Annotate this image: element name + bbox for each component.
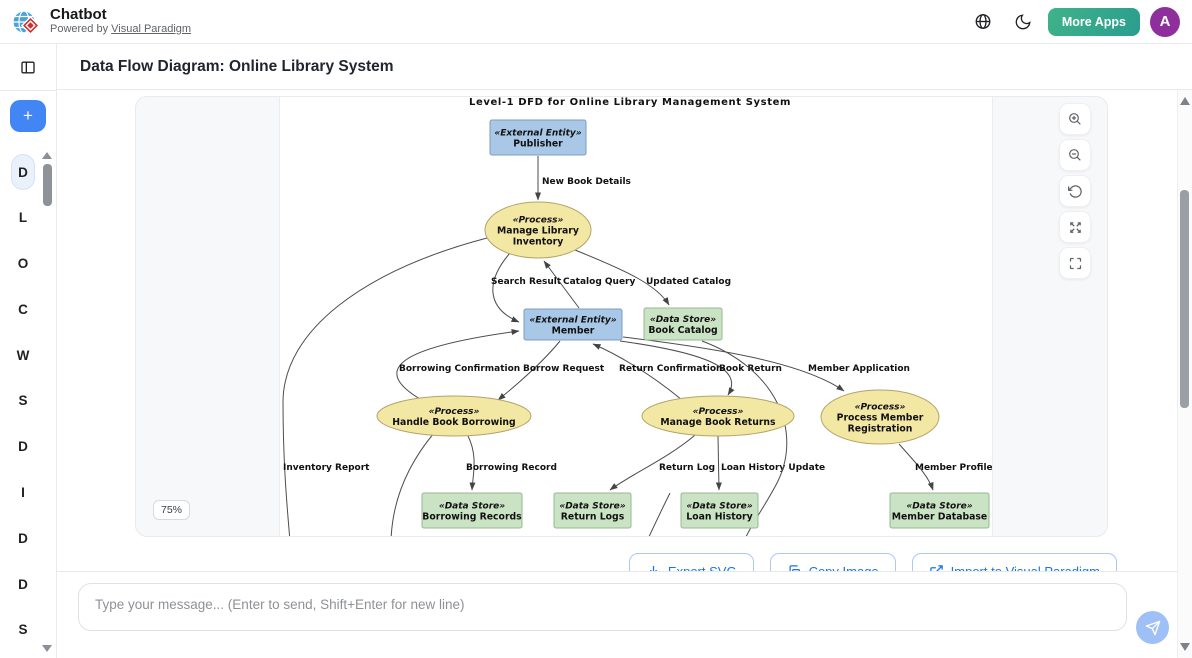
app-title: Chatbot xyxy=(50,6,107,23)
sidebar-chat-item[interactable]: D xyxy=(18,530,28,546)
svg-text:«Process»: «Process» xyxy=(693,407,744,417)
visual-paradigm-logo-icon xyxy=(12,9,40,35)
svg-text:Level-1 DFD for Online Library: Level-1 DFD for Online Library Managemen… xyxy=(469,97,791,108)
svg-text:«External Entity»: «External Entity» xyxy=(494,129,581,139)
dark-mode-button[interactable] xyxy=(1008,7,1038,37)
powered-by-text: Powered by xyxy=(50,23,109,35)
svg-text:Inventory Report: Inventory Report xyxy=(283,463,370,473)
panel-toggle-icon xyxy=(21,61,35,73)
sidebar-chat-item[interactable]: D xyxy=(18,576,28,592)
brand: Chatbot Powered by Visual Paradigm xyxy=(0,6,191,38)
svg-text:Catalog Query: Catalog Query xyxy=(563,277,635,287)
message-input[interactable] xyxy=(78,583,1127,631)
scrollbar-down-arrow[interactable] xyxy=(1180,643,1190,651)
svg-text:Manage Book Returns: Manage Book Returns xyxy=(660,417,776,428)
viewer-controls xyxy=(1059,103,1091,279)
svg-text:Registration: Registration xyxy=(848,424,913,435)
more-apps-button[interactable]: More Apps xyxy=(1047,7,1140,36)
sidebar-chat-item[interactable]: I xyxy=(21,484,25,500)
expand-arrows-icon xyxy=(1069,221,1081,233)
diagram-panel: Level-1 DFD for Online Library Managemen… xyxy=(135,96,1108,537)
svg-text:Publisher: Publisher xyxy=(513,139,563,150)
user-avatar[interactable]: A xyxy=(1150,6,1180,37)
svg-text:Member Application: Member Application xyxy=(808,364,910,374)
page-scrollbar[interactable] xyxy=(1177,90,1192,658)
svg-text:«Data Store»: «Data Store» xyxy=(906,502,972,512)
svg-text:Return Confirmation: Return Confirmation xyxy=(619,364,722,374)
new-chat-button[interactable]: + xyxy=(10,100,46,132)
sidebar-scroll-up-arrow[interactable] xyxy=(42,152,52,159)
svg-text:Borrow Request: Borrow Request xyxy=(523,364,605,374)
sidebar-chat-list: D L O C W S D I D D S xyxy=(0,150,46,653)
sidebar-chat-item[interactable]: D xyxy=(11,154,35,191)
sidebar-top xyxy=(0,44,56,91)
globe-icon xyxy=(975,14,991,29)
reset-rotate-icon xyxy=(1067,184,1082,198)
diagram-canvas[interactable]: Level-1 DFD for Online Library Managemen… xyxy=(279,97,993,536)
moon-icon xyxy=(1015,13,1031,29)
svg-text:Inventory: Inventory xyxy=(513,237,564,248)
svg-text:Member Database: Member Database xyxy=(892,512,988,523)
title-bar: Data Flow Diagram: Online Library System xyxy=(57,44,1192,90)
svg-text:«Process»: «Process» xyxy=(429,407,480,417)
sidebar: + D L O C W S D I D D S xyxy=(0,44,57,658)
send-button[interactable] xyxy=(1136,611,1169,644)
svg-text:Loan History: Loan History xyxy=(686,512,752,523)
visual-paradigm-link[interactable]: Visual Paradigm xyxy=(111,23,192,35)
svg-text:Manage Library: Manage Library xyxy=(497,226,579,237)
svg-text:Return Logs: Return Logs xyxy=(561,512,625,523)
zoom-in-button[interactable] xyxy=(1059,103,1091,135)
zoom-level-badge: 75% xyxy=(153,500,191,520)
fit-expand-button[interactable] xyxy=(1059,211,1091,243)
composer-footer xyxy=(57,571,1192,658)
fullscreen-button[interactable] xyxy=(1059,247,1091,279)
svg-text:Return Log: Return Log xyxy=(659,463,715,473)
sidebar-chat-item[interactable]: S xyxy=(18,622,28,638)
sidebar-toggle-button[interactable] xyxy=(14,53,42,81)
svg-text:«Process»: «Process» xyxy=(855,403,906,413)
app-header: Chatbot Powered by Visual Paradigm More … xyxy=(0,0,1192,44)
fullscreen-brackets-icon xyxy=(1069,257,1081,269)
dfd-svg: Level-1 DFD for Online Library Managemen… xyxy=(282,97,993,536)
svg-text:Loan History Update: Loan History Update xyxy=(721,463,825,473)
svg-text:«Data Store»: «Data Store» xyxy=(439,502,505,512)
svg-text:«Data Store»: «Data Store» xyxy=(650,315,716,325)
sidebar-chat-item[interactable]: O xyxy=(17,255,29,271)
scrollbar-thumb[interactable] xyxy=(1180,190,1189,408)
svg-text:Updated Catalog: Updated Catalog xyxy=(646,277,731,287)
reset-view-button[interactable] xyxy=(1059,175,1091,207)
language-button[interactable] xyxy=(968,7,998,37)
svg-text:Member Profile: Member Profile xyxy=(915,463,992,473)
zoom-out-icon xyxy=(1069,149,1081,161)
sidebar-chat-item[interactable]: C xyxy=(18,301,28,317)
svg-text:Search Result: Search Result xyxy=(491,277,562,287)
svg-text:«Data Store»: «Data Store» xyxy=(686,502,752,512)
svg-text:«Process»: «Process» xyxy=(513,216,564,226)
zoom-out-button[interactable] xyxy=(1059,139,1091,171)
page-title: Data Flow Diagram: Online Library System xyxy=(80,57,394,75)
sidebar-chat-item[interactable]: S xyxy=(18,393,28,409)
sidebar-scroll-down-arrow[interactable] xyxy=(42,645,52,652)
svg-text:Book Catalog: Book Catalog xyxy=(648,325,717,336)
svg-text:Borrowing Records: Borrowing Records xyxy=(422,512,522,523)
sidebar-scrollbar-thumb[interactable] xyxy=(43,164,52,206)
send-plane-icon xyxy=(1145,620,1160,635)
svg-text:Member: Member xyxy=(552,326,595,337)
svg-text:Process Member: Process Member xyxy=(837,413,924,424)
powered-by: Powered by Visual Paradigm xyxy=(50,23,191,36)
sidebar-chat-item[interactable]: D xyxy=(18,439,28,455)
sidebar-chat-item[interactable]: L xyxy=(18,210,28,226)
svg-text:New Book Details: New Book Details xyxy=(542,177,631,187)
scrollbar-up-arrow[interactable] xyxy=(1180,97,1190,105)
svg-text:«Data Store»: «Data Store» xyxy=(559,502,625,512)
svg-text:Borrowing Confirmation: Borrowing Confirmation xyxy=(399,364,520,374)
svg-text:«External Entity»: «External Entity» xyxy=(529,316,616,326)
brand-text: Chatbot Powered by Visual Paradigm xyxy=(50,7,191,36)
svg-text:Handle Book Borrowing: Handle Book Borrowing xyxy=(392,417,515,428)
sidebar-chat-item[interactable]: W xyxy=(16,347,30,363)
svg-text:Borrowing Record: Borrowing Record xyxy=(466,463,557,473)
header-actions: More Apps A xyxy=(968,6,1192,37)
zoom-in-icon xyxy=(1069,113,1081,125)
